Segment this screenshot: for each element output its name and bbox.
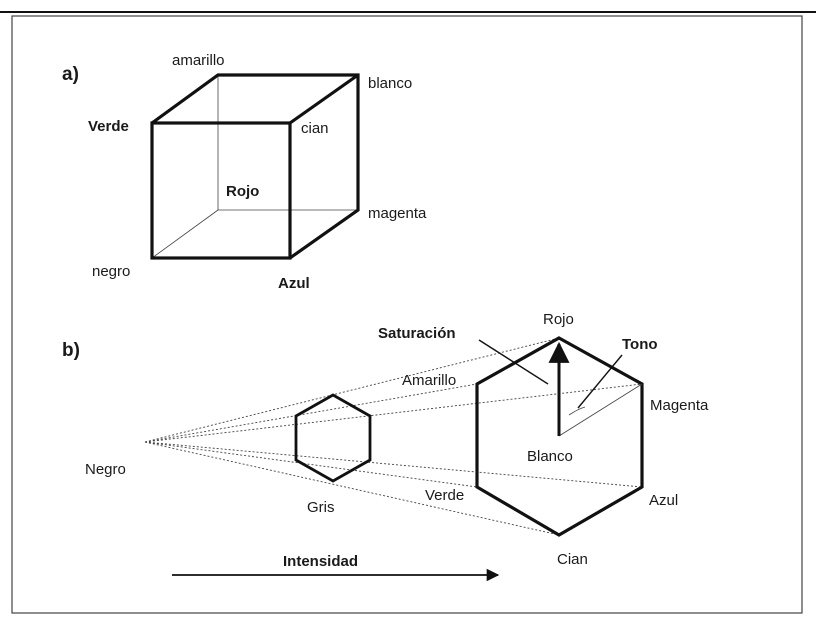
gray-hexagon [294,393,372,483]
vertex-label-negro: negro [92,263,130,280]
hexagon-label-cian: Cian [557,551,588,568]
part-a-label: a) [62,64,79,85]
projection-line-azul [144,441,643,488]
black-point-label: Negro [85,461,126,478]
projection-line-cian [144,441,560,536]
projection-line-magenta [144,383,643,443]
projection-line-amarillo [144,383,478,443]
hexagon-label-magenta: Magenta [650,397,709,414]
figure-frame [11,15,803,614]
vertex-label-rojo: Rojo [226,183,259,200]
part-b-label: b) [62,340,80,361]
hue-angle-arc [568,406,586,416]
vertex-label-azul: Azul [278,275,310,292]
rgb-cube [150,73,360,260]
saturation-pointer [478,339,549,385]
hue-pointer [577,354,623,409]
cube-front-face [150,121,292,260]
hue-reference-line [558,383,643,437]
hexagon-label-verde: Verde [425,487,464,504]
hexagon-label-rojo: Rojo [543,311,574,328]
vertex-label-cian: cian [301,120,329,137]
hsi-cone-projection-lines [144,337,643,536]
vertex-label-verde: Verde [88,118,129,135]
hue-label: Tono [622,336,658,353]
hexagon-label-azul: Azul [649,492,678,509]
hexagon-label-blanco: Blanco [527,448,573,465]
hexagon-label-amarillo: Amarillo [402,372,456,389]
cube-top-right-edges [151,73,360,260]
intensity-label: Intensidad [283,553,358,570]
gray-hexagon-label: Gris [307,499,335,516]
vertex-label-magenta: magenta [368,205,427,222]
cube-back-edge-diagonal [151,209,219,259]
vertex-label-blanco: blanco [368,75,412,92]
saturation-label: Saturación [378,325,456,342]
cube-edge-cian-blanco [289,73,359,125]
vertex-label-amarillo: amarillo [172,52,225,69]
projection-line-rojo [144,337,560,443]
projection-line-verde [144,441,478,488]
